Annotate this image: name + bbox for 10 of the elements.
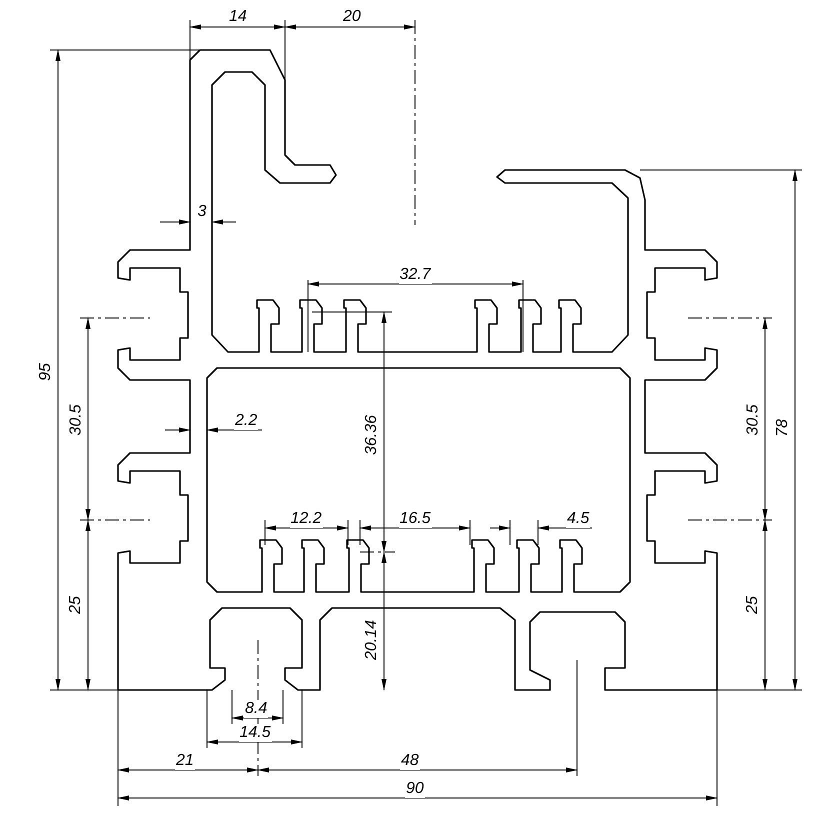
dimension-label: 48	[400, 752, 420, 770]
dimension-label: 14.5	[238, 724, 272, 742]
dimension-label: 2.2	[234, 412, 258, 430]
dimension-label: 90	[405, 780, 425, 798]
dimension-label: 12.2	[290, 510, 323, 528]
dimension-label: 21	[175, 752, 195, 770]
dimension-label: 8.4	[244, 700, 268, 718]
dimension-label: 16.5	[398, 510, 432, 528]
dimension-label: 4.5	[566, 510, 590, 528]
dimension-label: 32.7	[398, 266, 432, 284]
